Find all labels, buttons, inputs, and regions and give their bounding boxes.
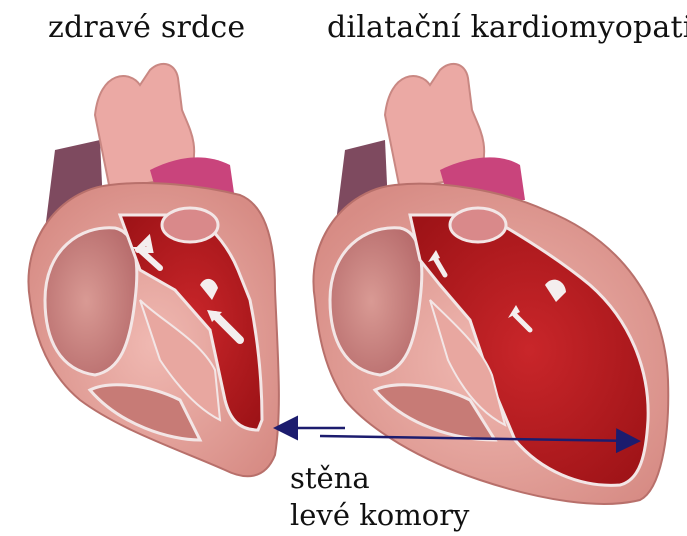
caption-wall-line2: levé komory xyxy=(290,498,469,532)
caption-wall-line1: stěna xyxy=(290,461,370,495)
dilated-aortic-ring xyxy=(450,208,506,242)
title-dilated-cardiomyopathy: dilatační kardiomyopatie xyxy=(327,10,687,45)
title-healthy-heart: zdravé srdce xyxy=(48,10,245,45)
healthy-aortic-ring xyxy=(162,208,218,242)
healthy-heart-illustration xyxy=(28,64,278,476)
